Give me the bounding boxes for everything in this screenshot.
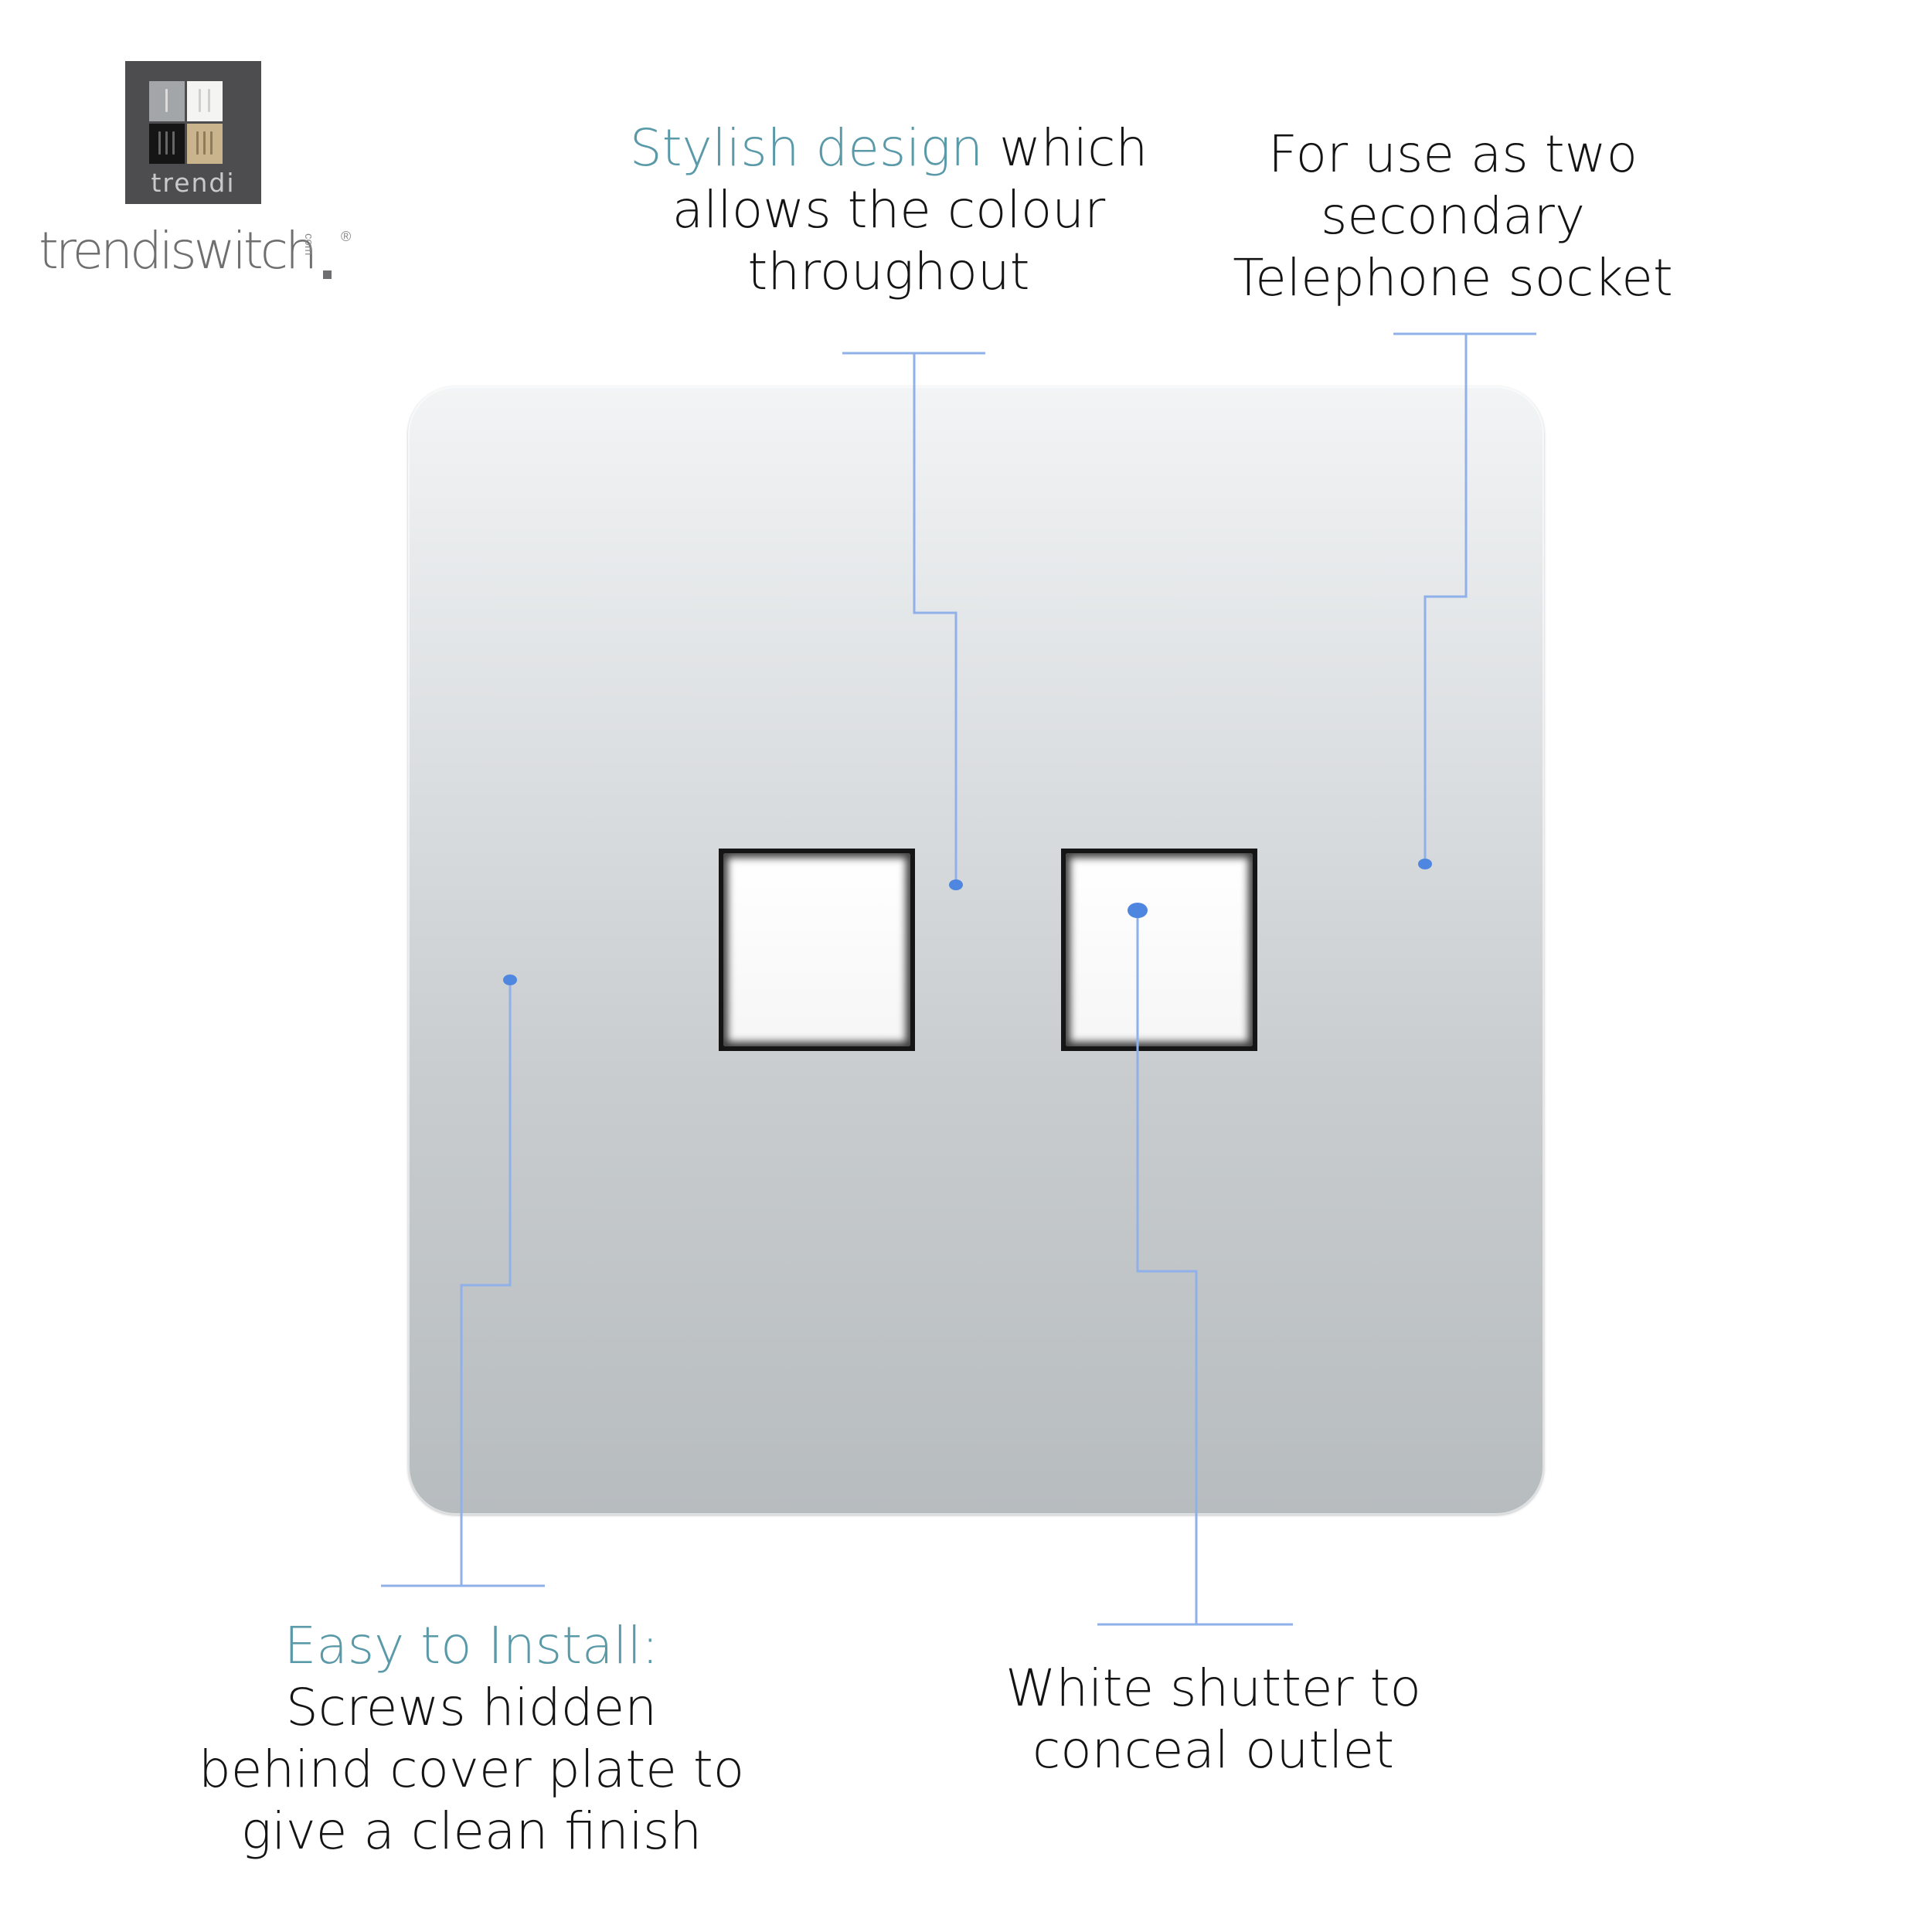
leader-dot-shutter: [1128, 903, 1148, 918]
callout-install-line3: behind cover plate to: [198, 1740, 745, 1799]
callout-usage-line3: Telephone socket: [1233, 248, 1673, 308]
leader-usage-path: [1423, 334, 1468, 864]
logo-tile-gold: [187, 124, 223, 164]
telephone-port-left: [719, 849, 915, 1051]
callout-install-line2: Screws hidden: [285, 1678, 658, 1737]
brand-dot: [323, 270, 332, 279]
logo-tile-black: [149, 124, 185, 164]
leader-dot-design: [949, 879, 963, 890]
callout-usage-line1: For use as two: [1268, 124, 1638, 184]
callout-shutter-line1: White shutter to: [1005, 1658, 1421, 1718]
callout-design-line2: allows the colour: [672, 180, 1106, 240]
white-shutter-right: [1066, 853, 1253, 1046]
leader-dot-install: [503, 975, 517, 985]
logo-mark-word: trendi: [151, 168, 236, 198]
leader-dot-usage: [1418, 859, 1432, 869]
trademark-symbol: ®: [341, 229, 352, 244]
callout-usage-line2: secondary: [1320, 186, 1586, 246]
callout-design-line3: throughout: [747, 242, 1030, 301]
telephone-port-right: [1061, 849, 1257, 1051]
callout-install-highlight: Easy to Install:: [284, 1616, 659, 1675]
callout-shutter-line2: conceal outlet: [1032, 1720, 1395, 1780]
logo-tile-white: [187, 81, 223, 121]
callout-shutter: White shutter to conceal outlet: [943, 1658, 1484, 1781]
brand-logo-mark: trendi: [125, 61, 261, 204]
white-shutter-left: [723, 853, 910, 1046]
callout-design-line1: Stylish design which: [618, 117, 1159, 179]
logo-tile-silver: [149, 81, 185, 121]
leader-shutter-path: [1136, 910, 1198, 1624]
leader-install-path: [460, 980, 512, 1586]
brand-name: trendiswitch: [39, 221, 318, 281]
leader-design-path: [913, 353, 957, 885]
callout-usage: For use as two secondary Telephone socke…: [1182, 124, 1723, 309]
callout-install: Easy to Install: Screws hidden behind co…: [162, 1615, 781, 1862]
callout-design-line1-rest: which: [983, 118, 1148, 178]
callout-design: Stylish design which allows the colour t…: [618, 117, 1159, 303]
telephone-socket-plate: [408, 386, 1544, 1515]
callout-install-line4: give a clean finish: [240, 1801, 702, 1861]
callout-design-highlight: Stylish design: [629, 118, 984, 178]
